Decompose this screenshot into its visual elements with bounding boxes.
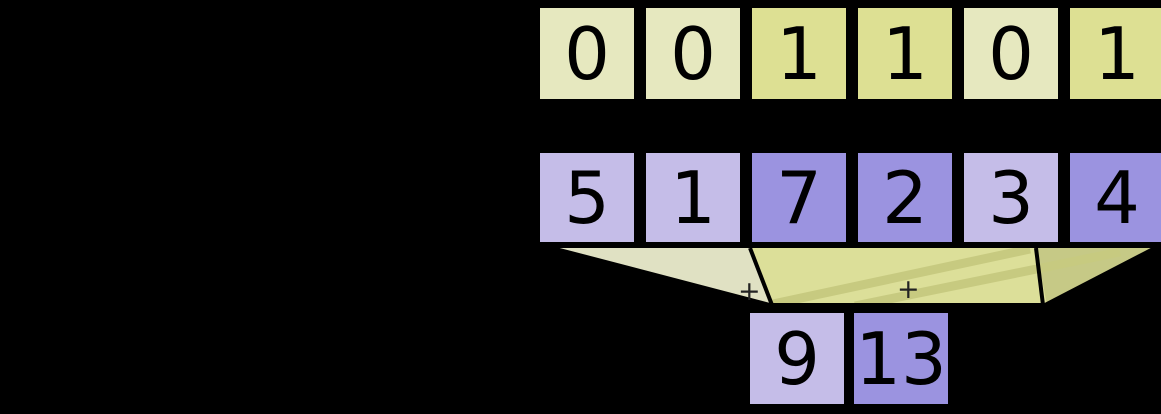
- plus-operator-icon: +: [738, 276, 761, 307]
- edge-right-outer: [1044, 246, 1156, 307]
- values-cell: 7: [749, 150, 849, 245]
- plus-operator-icon: +: [897, 274, 920, 305]
- results-cell: 13: [851, 310, 951, 407]
- values-cell: 2: [855, 150, 955, 245]
- flags-cell: 1: [1067, 5, 1161, 102]
- flags-cell: 1: [855, 5, 955, 102]
- edge-right-inner: [1034, 247, 1045, 306]
- streak-a: [772, 248, 1031, 305]
- results-cell: 9: [747, 310, 847, 407]
- values-cell: 4: [1067, 150, 1161, 245]
- values-cell: 5: [537, 150, 637, 245]
- flags-cell: 0: [961, 5, 1061, 102]
- values-cell: 3: [961, 150, 1061, 245]
- edge-left-inner: [748, 247, 774, 306]
- flags-cell: 1: [749, 5, 849, 102]
- flags-cell: 0: [643, 5, 743, 102]
- streak-b: [854, 248, 1121, 305]
- edge-left-outer: [551, 246, 771, 307]
- flags-cell: 0: [537, 5, 637, 102]
- values-cell: 1: [643, 150, 743, 245]
